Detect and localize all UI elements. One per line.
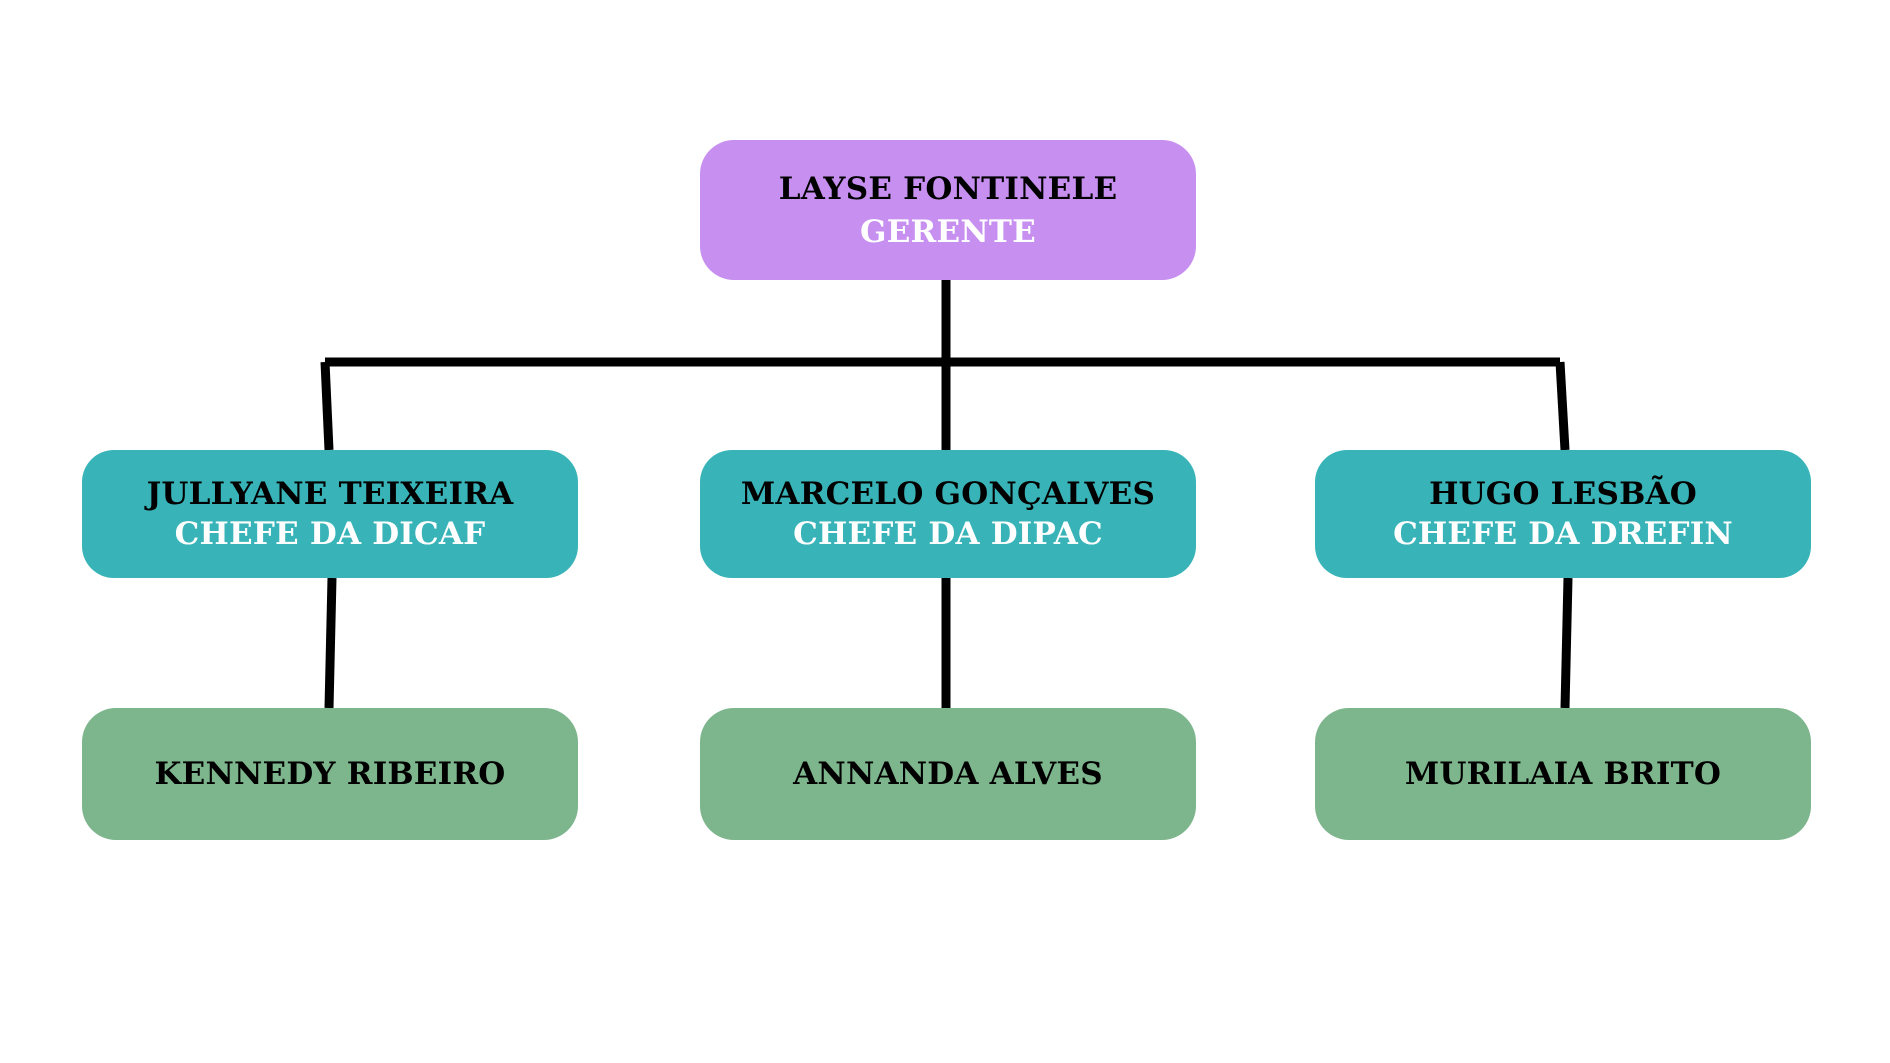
node-role: GERENTE [860,214,1036,250]
node-name: HUGO LESBÃO [1429,475,1697,512]
node-name: MURILAIA BRITO [1404,755,1722,792]
connector-bus-to-chief-right [1555,361,1570,451]
node-name: JULLYANE TEIXEIRA [146,475,514,512]
node-name: KENNEDY RIBEIRO [154,755,506,792]
connector-chief-to-staff-left [324,577,337,709]
org-node-staff-dicaf[interactable]: KENNEDY RIBEIRO [82,708,578,840]
connector-bus-to-chief-left [320,361,334,451]
org-node-chief-drefin[interactable]: HUGO LESBÃO CHEFE DA DREFIN [1315,450,1811,578]
node-name: LAYSE FONTINELE [778,171,1118,208]
org-node-staff-drefin[interactable]: MURILAIA BRITO [1315,708,1811,840]
node-name: MARCELO GONÇALVES [740,475,1156,512]
node-role: CHEFE DA DICAF [174,515,486,552]
org-node-chief-dicaf[interactable]: JULLYANE TEIXEIRA CHEFE DA DICAF [82,450,578,578]
node-name: ANNANDA ALVES [793,755,1103,792]
node-role: CHEFE DA DIPAC [793,515,1103,552]
connector-chief-to-staff-right [1560,577,1573,709]
org-node-chief-dipac[interactable]: MARCELO GONÇALVES CHEFE DA DIPAC [700,450,1196,578]
org-node-manager[interactable]: LAYSE FONTINELE GERENTE [700,140,1196,280]
node-role: CHEFE DA DREFIN [1393,515,1733,552]
org-node-staff-dipac[interactable]: ANNANDA ALVES [700,708,1196,840]
